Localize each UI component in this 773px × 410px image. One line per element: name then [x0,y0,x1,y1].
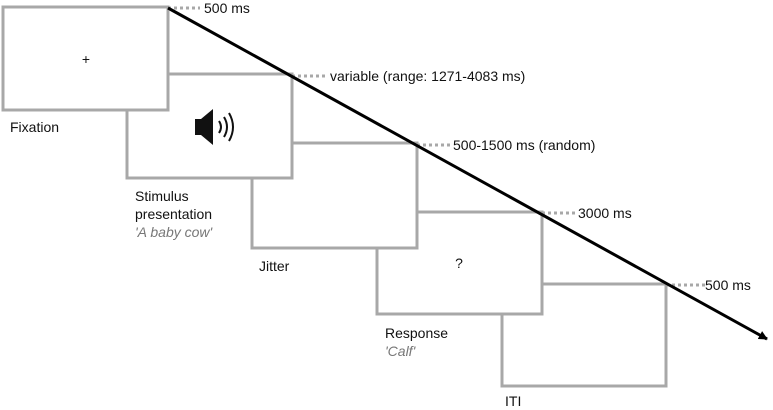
frame-jitter-timing: 500-1500 ms (random) [453,137,595,153]
frame-fixation-box [1,5,170,112]
frame-response-symbol: ? [455,255,463,271]
frame-stimulus-label-line1: Stimulus [135,188,189,204]
time-arrow [167,6,768,341]
frame-iti-label: ITI [505,393,521,409]
frame-jitter-label: Jitter [259,258,290,274]
frame-stimulus-label-line2: presentation [135,206,212,222]
frame-response-sublabel: 'Calf' [385,343,417,359]
speaker-icon [195,109,234,145]
frame-fixation-symbol: + [82,51,90,67]
frame-response-label: Response [385,325,448,341]
frame-stimulus-sublabel: 'A baby cow' [135,224,214,240]
frame-stimulus-timing: variable (range: 1271-4083 ms) [330,68,525,84]
frame-response-timing: 3000 ms [578,205,632,221]
frame-fixation-timing: 500 ms [204,0,250,16]
frame-fixation-label: Fixation [10,119,59,135]
frame-fixation: + 500 ms Fixation [1,0,250,135]
frame-iti-timing: 500 ms [705,277,751,293]
